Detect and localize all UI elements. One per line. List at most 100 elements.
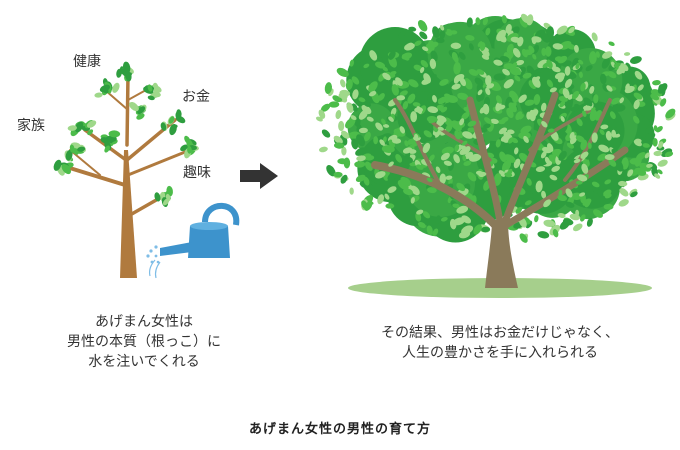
leaf — [363, 131, 371, 142]
leaf — [531, 36, 537, 45]
leaf — [601, 57, 610, 69]
leaf — [610, 97, 621, 105]
leaf — [321, 129, 331, 138]
leaf — [557, 212, 566, 218]
leaf — [581, 163, 589, 174]
leaf — [389, 70, 397, 76]
leaf — [448, 177, 453, 186]
leaf — [121, 68, 131, 78]
small-tree — [53, 61, 199, 278]
leaf — [505, 24, 512, 34]
leaf — [341, 146, 347, 156]
leaf — [417, 222, 426, 229]
leaf — [523, 135, 529, 143]
leaf — [432, 228, 439, 237]
leaf — [637, 84, 644, 91]
leaf — [422, 211, 431, 219]
leaf — [520, 13, 530, 24]
leaf — [665, 108, 676, 119]
leaf — [318, 109, 326, 119]
leaf — [593, 209, 603, 218]
leaf — [355, 147, 367, 156]
leaf — [439, 29, 446, 40]
leaf — [541, 47, 547, 57]
leaf — [543, 199, 552, 208]
leaf — [104, 145, 110, 153]
leaf — [540, 102, 547, 112]
leaf — [484, 117, 492, 124]
leaf — [529, 109, 539, 119]
leaf — [356, 134, 365, 147]
leaf — [633, 99, 640, 110]
leaf — [585, 65, 593, 72]
leaf — [609, 111, 616, 120]
leaf — [646, 163, 653, 168]
leaf — [600, 124, 609, 130]
leaf — [462, 154, 467, 162]
leaf — [325, 82, 331, 90]
leaf — [429, 41, 439, 48]
leaf — [361, 200, 368, 210]
leaf — [75, 121, 84, 133]
leaf — [514, 75, 521, 82]
leaf — [166, 185, 173, 197]
leaf — [576, 118, 583, 127]
leaf — [387, 186, 397, 193]
leaf — [657, 169, 663, 175]
leaf — [551, 66, 561, 73]
leaf — [655, 126, 663, 133]
leaf — [634, 70, 643, 80]
leaf — [664, 151, 674, 157]
leaf — [595, 51, 600, 58]
leaf — [636, 152, 646, 161]
leaf — [381, 118, 386, 125]
leaf — [485, 87, 491, 96]
leaf — [414, 133, 419, 142]
leaf — [558, 166, 565, 178]
leaf — [573, 158, 581, 164]
leaf — [426, 115, 438, 123]
leaf — [589, 51, 597, 65]
leaf — [625, 83, 630, 91]
leaf — [400, 176, 411, 187]
leaf — [366, 116, 374, 122]
leaf — [653, 125, 658, 132]
leaf — [500, 134, 510, 142]
leaf — [574, 44, 579, 53]
leaf — [356, 155, 366, 162]
leaf — [560, 116, 565, 122]
leaf — [333, 171, 343, 178]
leaf — [415, 164, 424, 170]
leaf — [528, 45, 535, 53]
leaf — [530, 188, 539, 196]
leaf — [580, 82, 586, 92]
leaf — [420, 59, 429, 68]
leaf — [506, 107, 514, 119]
leaf — [410, 197, 415, 204]
leaf — [463, 160, 472, 166]
leaf — [403, 188, 413, 196]
leaf — [365, 155, 375, 161]
leaf — [443, 160, 452, 166]
leaf — [456, 182, 466, 192]
leaf — [593, 94, 599, 104]
leaf — [461, 140, 468, 146]
caption-line: その結果、男性はお金だけじゃなく、 — [381, 325, 619, 341]
leaf — [644, 127, 654, 134]
footer-title: あげまん女性の男性の育て方 — [248, 422, 431, 437]
leaf — [70, 148, 79, 154]
leaf — [496, 29, 507, 42]
leaf — [338, 120, 345, 132]
leaf — [559, 126, 565, 135]
leaf — [653, 150, 663, 157]
leaf — [575, 135, 585, 143]
leaf — [426, 225, 433, 236]
leaf — [368, 81, 378, 93]
leaf — [129, 101, 139, 112]
leaf — [462, 146, 471, 155]
leaf — [61, 163, 71, 175]
leaf — [643, 91, 650, 101]
leaf — [375, 61, 386, 69]
leaf — [100, 86, 109, 94]
